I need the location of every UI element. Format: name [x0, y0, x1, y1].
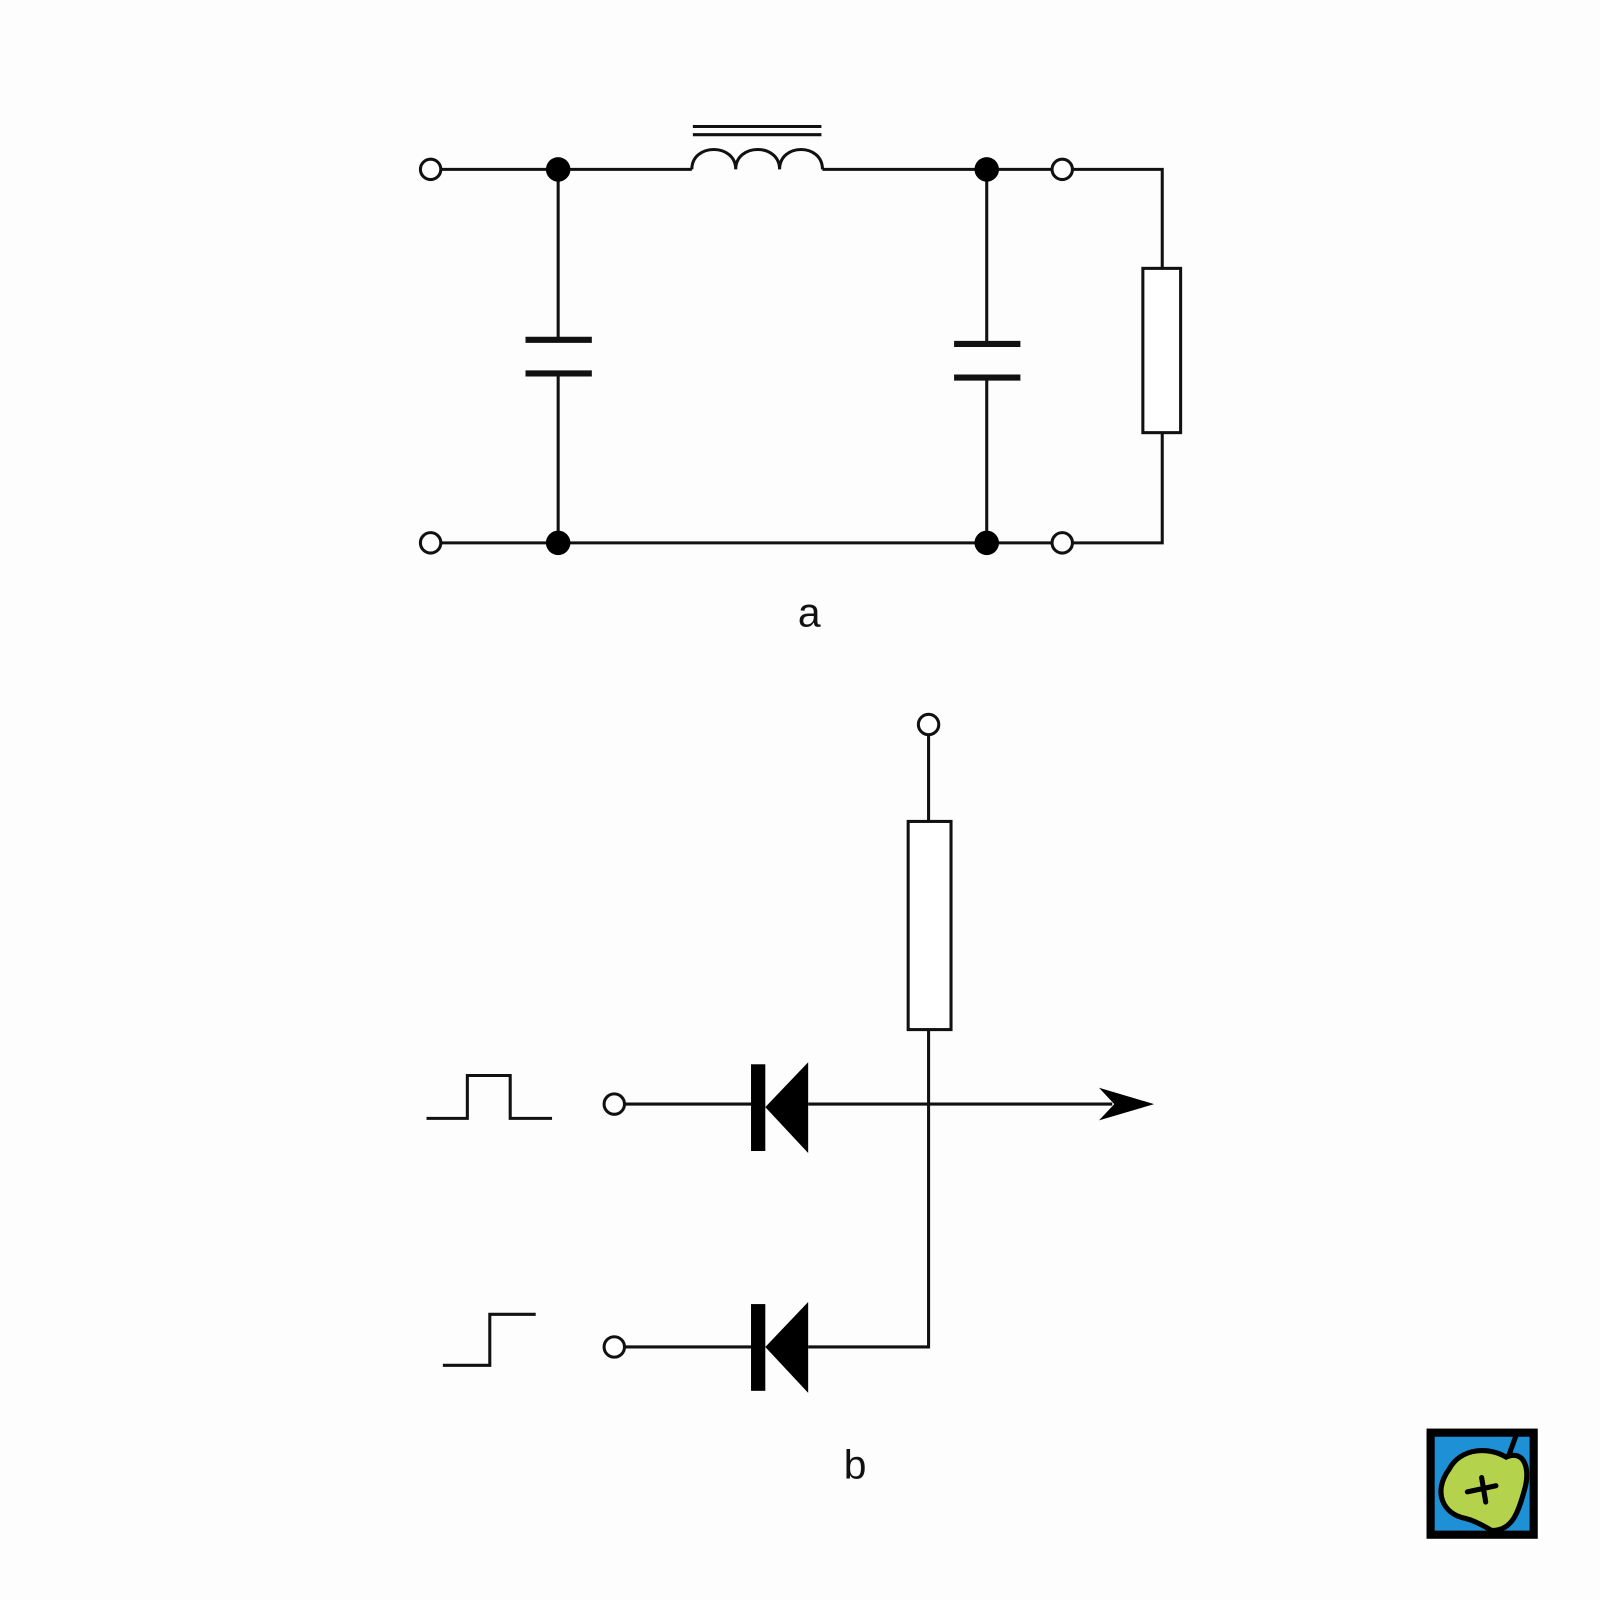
label-b: b	[844, 1442, 867, 1488]
capacitor-right	[954, 169, 1021, 543]
pull-up-resistor	[906, 819, 953, 1032]
capacitor-left	[525, 169, 592, 543]
diode-top	[751, 1062, 809, 1154]
circuit-a-pi-filter: a	[418, 125, 1183, 636]
wires	[624, 734, 1113, 1349]
circuit-b-diode-gate: b	[426, 712, 1155, 1488]
terminals	[418, 157, 1074, 555]
top-wire	[440, 167, 1164, 545]
apple-logo-icon	[1426, 1428, 1538, 1539]
label-a: a	[798, 590, 821, 636]
junction-dots	[545, 157, 999, 556]
output-arrow-icon	[1098, 1087, 1155, 1121]
pulse-waveform-icon	[426, 1073, 553, 1120]
inductor	[690, 125, 824, 170]
diode-bottom	[751, 1302, 809, 1393]
terminals-b	[602, 712, 941, 1359]
step-waveform-icon	[442, 1312, 536, 1367]
load-resistor	[1141, 266, 1183, 435]
